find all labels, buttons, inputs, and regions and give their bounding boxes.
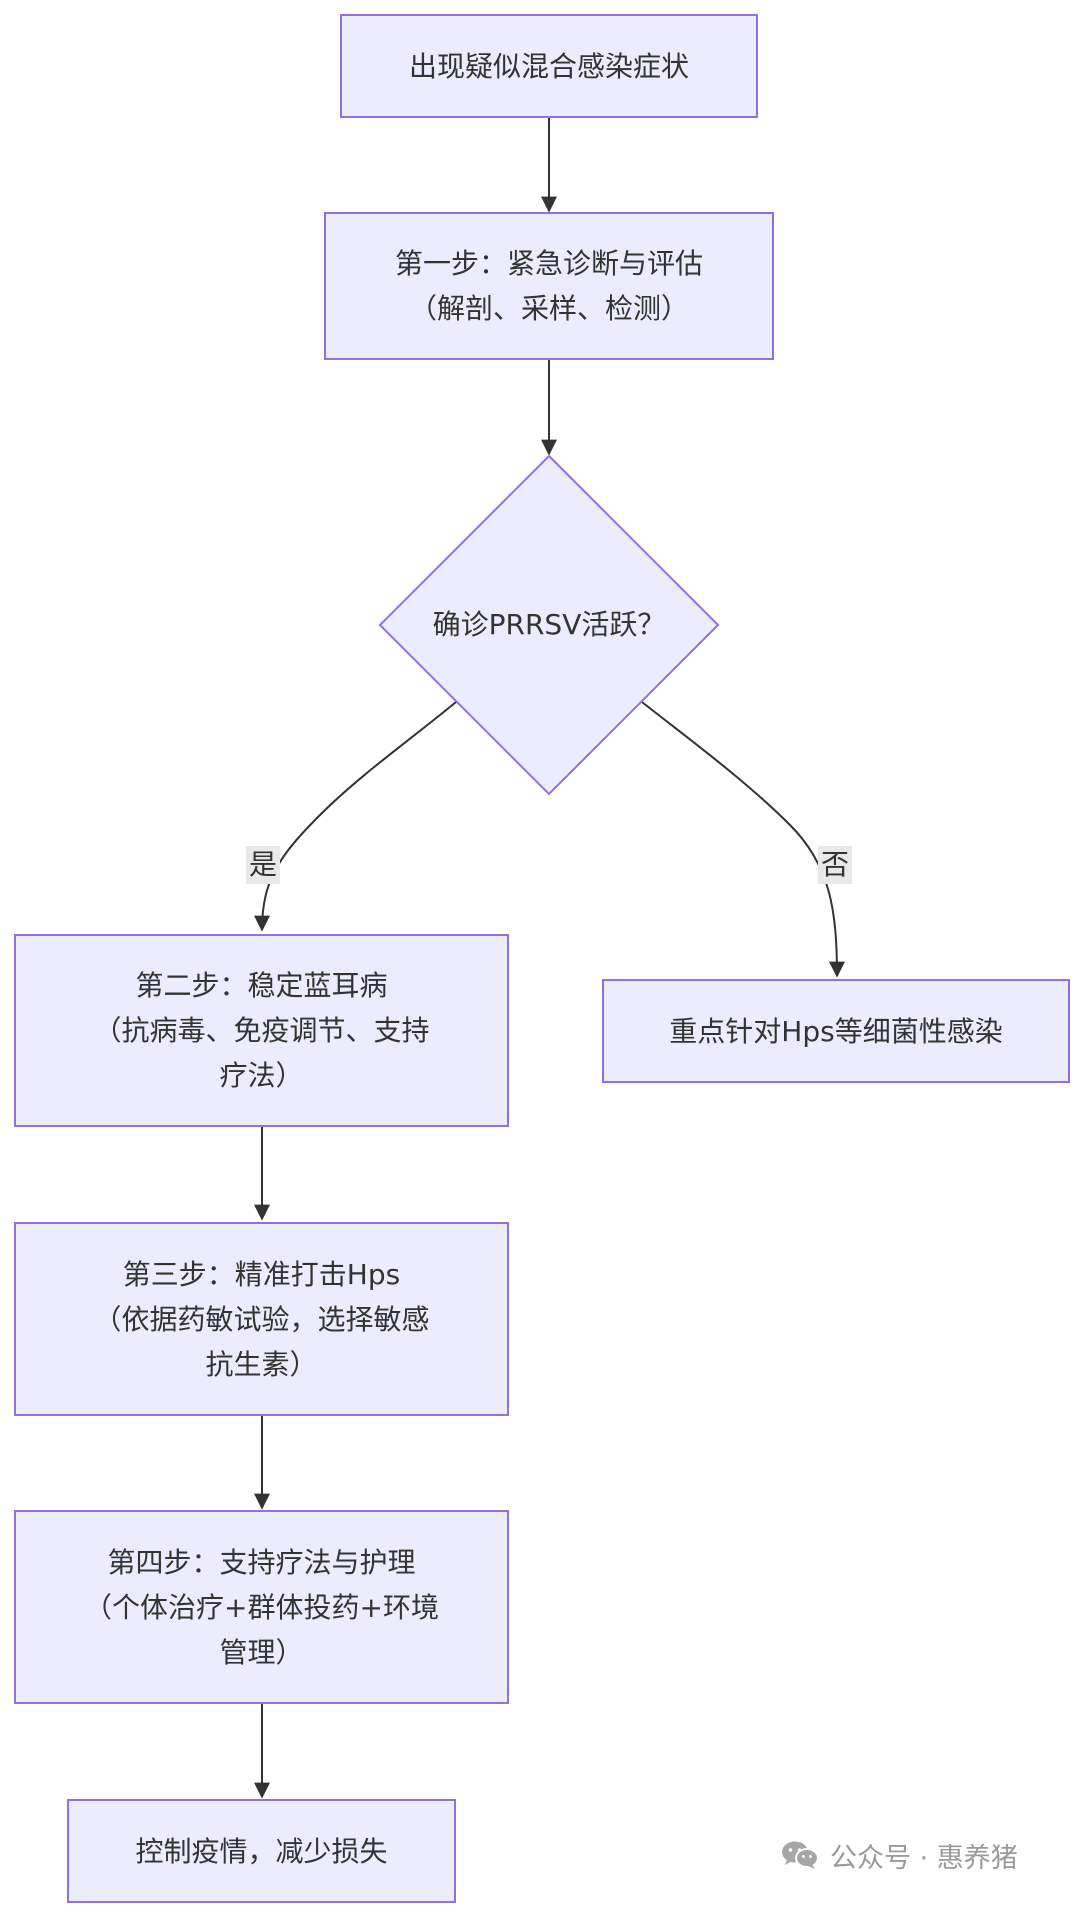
edge-decision-to-step2: [254, 701, 457, 932]
step4-title: 第四步：支持疗法与护理: [107, 1545, 416, 1579]
wechat-icon: [782, 1841, 819, 1869]
yes-edge-label: 是: [246, 846, 281, 884]
step1-title: 第一步：紧急诊断与评估: [394, 247, 703, 280]
end-node-label: 控制疫情，减少损失: [135, 1834, 388, 1868]
start-node: 出现疑似混合感染症状: [340, 14, 758, 118]
start-node-label: 出现疑似混合感染症状: [408, 49, 689, 83]
bacterial-node-label: 重点针对Hps等细菌性感染: [669, 1014, 1003, 1048]
step2-title: 第二步：稳定蓝耳病: [135, 969, 388, 1002]
decision-diamond: [378, 454, 720, 796]
step4-detail-line1: （个体治疗+群体投药+环境: [84, 1590, 439, 1624]
watermark: 公众号 · 惠养猪: [780, 1835, 1018, 1875]
bacterial-node: 重点针对Hps等细菌性感染: [602, 979, 1070, 1083]
step4-detail-line2: 管理）: [219, 1635, 304, 1669]
step1-detail: （解剖、采样、检测）: [408, 292, 689, 325]
step3-detail-line2: 抗生素）: [205, 1347, 318, 1381]
decision-label: 确诊PRRSV活跃？: [432, 608, 666, 641]
step2-detail-line1: （抗病毒、免疫调节、支持: [93, 1014, 430, 1047]
step3-node: 第三步：精准打击Hps （依据药敏试验，选择敏感 抗生素）: [14, 1222, 509, 1416]
step2-detail-line2: 疗法）: [219, 1059, 304, 1092]
step4-node: 第四步：支持疗法与护理 （个体治疗+群体投药+环境 管理）: [14, 1510, 509, 1704]
no-edge-label: 否: [818, 846, 853, 884]
end-node: 控制疫情，减少损失: [67, 1799, 456, 1903]
step1-node: 第一步：紧急诊断与评估 （解剖、采样、检测）: [324, 212, 774, 360]
watermark-text: 公众号 · 惠养猪: [830, 1842, 1018, 1874]
step2-node: 第二步：稳定蓝耳病 （抗病毒、免疫调节、支持 疗法）: [14, 934, 509, 1127]
step3-title: 第三步：精准打击Hps: [122, 1257, 401, 1291]
edge-decision-to-bacterial: [641, 701, 845, 978]
step3-detail-line1: （依据药敏试验，选择敏感: [93, 1302, 430, 1336]
